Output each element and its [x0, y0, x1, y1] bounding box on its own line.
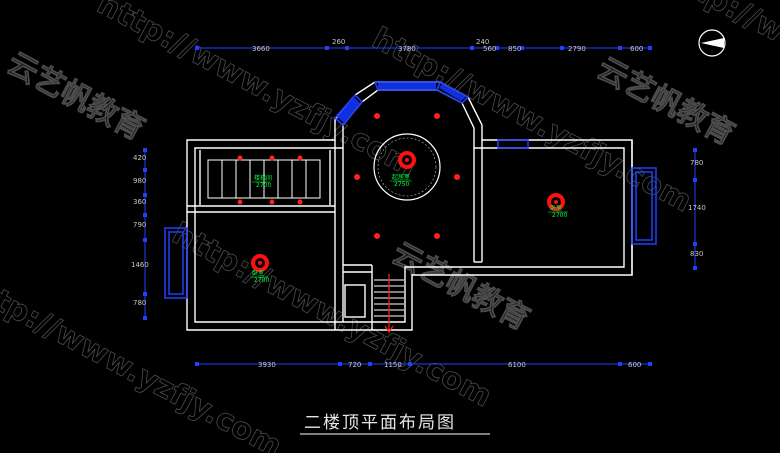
watermark-brand: 云艺帆教育 [1, 46, 150, 147]
dim-top-5: 560 [483, 45, 496, 53]
room-height: 2700 [552, 212, 567, 219]
dim-bottom-1: 3930 [258, 361, 276, 369]
dim-right-2: 1740 [688, 204, 706, 212]
room-label-stair: 楼梯间 2700 [252, 174, 272, 189]
dimension-labels-bottom: 3930 720 1150 6100 600 [258, 361, 641, 369]
dim-left-6: 780 [133, 299, 146, 307]
dim-top-6: 850 [508, 45, 521, 53]
chandelier-icon [547, 193, 565, 211]
windows [164, 80, 657, 299]
room-height: 2750 [394, 181, 409, 188]
window-fills [337, 83, 466, 123]
dim-top-3: 3780 [398, 45, 416, 53]
watermark-brand: 云艺帆教育 [386, 236, 535, 337]
dim-bottom-5: 600 [628, 361, 641, 369]
ceiling-dome [373, 133, 441, 201]
dim-bottom-3: 1150 [384, 361, 402, 369]
dim-top-8: 600 [630, 45, 643, 53]
dim-top-4: 240 [476, 38, 489, 46]
watermark-url: http://www.yzfjy.com [166, 216, 497, 414]
chandelier-icon [398, 151, 416, 169]
room-name: 楼梯间 [254, 174, 272, 182]
stairs-upper [207, 159, 321, 199]
dim-right-1: 780 [690, 159, 703, 167]
dimension-ticks [143, 46, 697, 366]
dimension-lines [144, 47, 696, 365]
dim-bottom-4: 6100 [508, 361, 526, 369]
dim-right-3: 830 [690, 250, 703, 258]
watermark-url: http://www.yzfjy.com [366, 21, 697, 219]
dimension-labels-right: 780 1740 830 [688, 159, 706, 258]
dim-left-5: 1460 [131, 261, 149, 269]
stair-arrow [384, 274, 394, 334]
room-name: 起居室 [392, 173, 410, 181]
dim-top-2: 260 [332, 38, 345, 46]
dim-top-1: 3660 [252, 45, 270, 53]
dim-left-4: 790 [133, 221, 146, 229]
chandelier-icon [251, 254, 269, 272]
dim-left-2: 980 [133, 177, 146, 185]
room-name: 卧室 [252, 269, 264, 277]
dimension-labels-left: 420 980 360 790 1460 780 [131, 154, 149, 307]
room-height: 2700 [256, 182, 271, 189]
room-label-hall: 起居室 2750 [390, 173, 412, 188]
dim-bottom-2: 720 [348, 361, 361, 369]
north-arrow-icon [698, 29, 726, 57]
light-fixtures [237, 113, 460, 239]
room-label-bedroom-right: 卧室 2700 [548, 204, 568, 219]
watermark-brand: 云艺帆教育 [591, 51, 740, 152]
room-name: 卧室 [550, 204, 562, 212]
drawing-title-block: 二楼顶平面布局图 [300, 413, 490, 435]
drawing-title: 二楼顶平面布局图 [304, 413, 456, 433]
dimension-labels-top: 3660 260 3780 240 560 850 2790 600 [252, 38, 643, 53]
dim-left-1: 420 [133, 154, 146, 162]
room-label-bedroom-left: 卧室 2700 [250, 269, 269, 284]
dim-left-3: 360 [133, 198, 146, 206]
dim-top-7: 2790 [568, 45, 586, 53]
room-height: 2700 [254, 277, 269, 284]
